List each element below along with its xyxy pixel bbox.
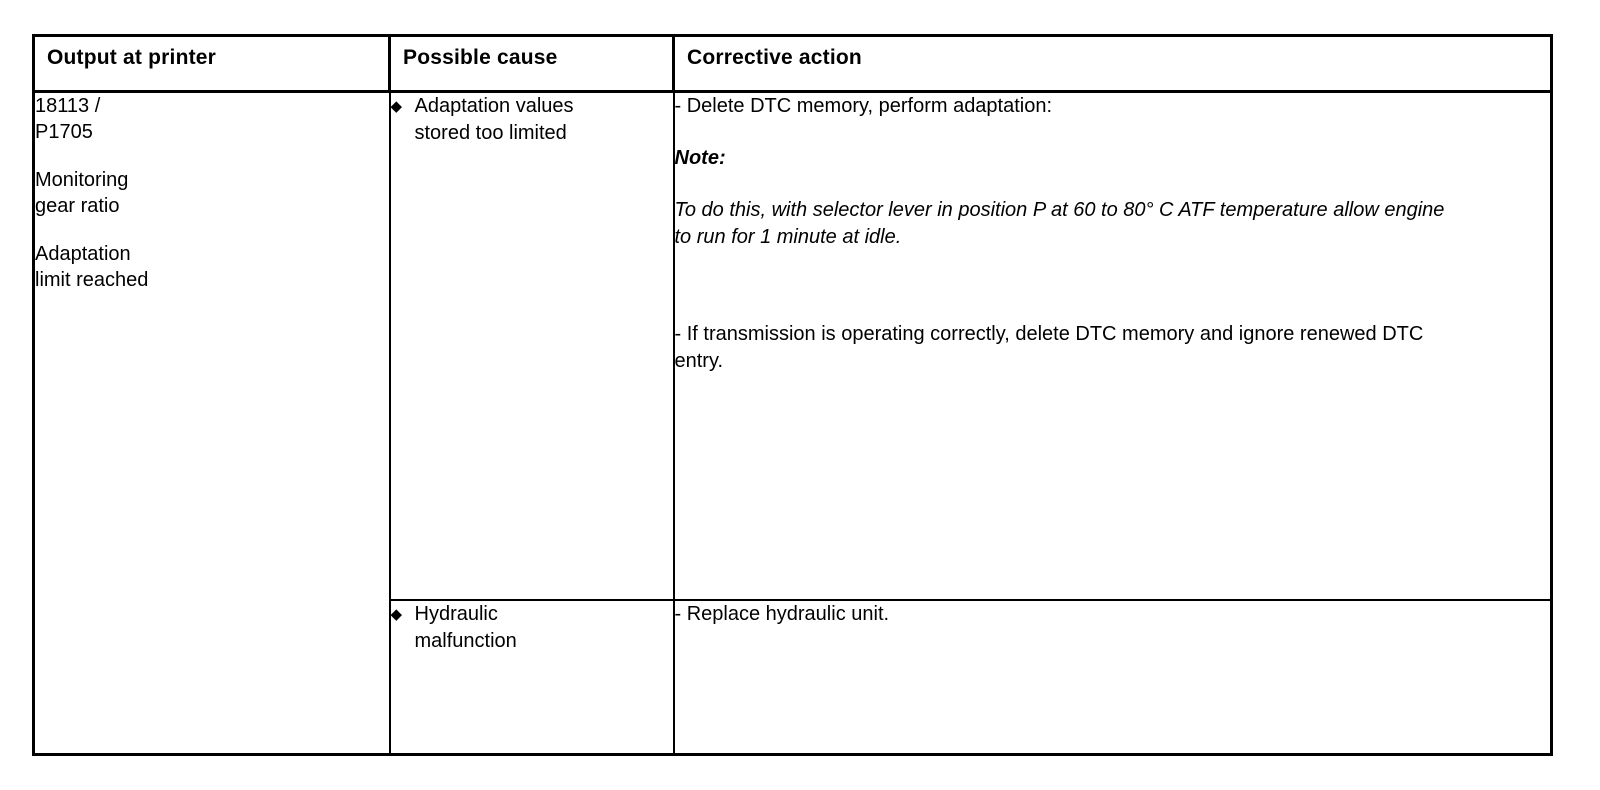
fault-status-block: Adaptation limit reached <box>35 241 389 293</box>
action-step-ignore-renewed-dtc: - If transmission is operating correctly… <box>674 323 1424 372</box>
table-row: 18113 / P1705 Monitoring gear ratio Adap… <box>34 91 1552 602</box>
diamond-bullet-icon: ◆ <box>390 98 403 115</box>
column-header-possible-cause: Possible cause <box>388 35 674 93</box>
cell-output-at-printer: 18113 / P1705 Monitoring gear ratio Adap… <box>34 92 390 755</box>
column-header-corrective-action: Corrective action <box>672 35 1552 93</box>
note-label: Note: <box>674 147 726 169</box>
fault-status-line-1: Adaptation <box>35 243 131 265</box>
fault-status-line-2: limit reached <box>35 269 149 291</box>
fault-code-block: 18113 / P1705 <box>35 93 389 145</box>
cause-line-1: Hydraulic <box>414 603 498 626</box>
cell-possible-cause-1: ◆ Adaptation values stored too limited <box>388 91 674 602</box>
fault-description-line-2: gear ratio <box>35 195 120 217</box>
cell-possible-cause-2: ◆ Hydraulic malfunction <box>388 600 674 755</box>
fault-description-line-1: Monitoring <box>35 169 129 191</box>
diamond-bullet-icon: ◆ <box>390 606 403 624</box>
cause-bullet-item-2: ◆ Hydraulic malfunction <box>391 601 673 655</box>
note-body: To do this, with selector lever in posit… <box>674 199 1445 248</box>
dtc-fault-table: Output at printer Possible cause Correct… <box>32 34 1553 756</box>
table-row: ◆ Hydraulic malfunction - Replace hydrau… <box>34 600 1552 755</box>
table-header-row: Output at printer Possible cause Correct… <box>33 35 1552 93</box>
cell-corrective-action-1: - Delete DTC memory, perform adaptation:… <box>672 91 1552 602</box>
cause-line-1: Adaptation values <box>414 95 574 117</box>
cause-line-2: malfunction <box>414 630 517 653</box>
cause-line-2: stored too limited <box>414 122 567 144</box>
cell-corrective-action-2: - Replace hydraulic unit. <box>672 600 1552 755</box>
fault-description-block: Monitoring gear ratio <box>35 167 389 219</box>
cause-bullet-item-1: ◆ Adaptation values stored too limited <box>391 93 673 147</box>
action-step-replace-hydraulic-unit: - Replace hydraulic unit. <box>674 603 890 626</box>
fault-code-line-1: 18113 / <box>35 95 101 117</box>
column-header-output-at-printer: Output at printer <box>33 35 390 93</box>
action-step-delete-dtc: - Delete DTC memory, perform adaptation: <box>674 95 1053 117</box>
fault-code-line-2: P1705 <box>35 121 93 143</box>
scan-artifact-gap <box>675 265 1551 321</box>
